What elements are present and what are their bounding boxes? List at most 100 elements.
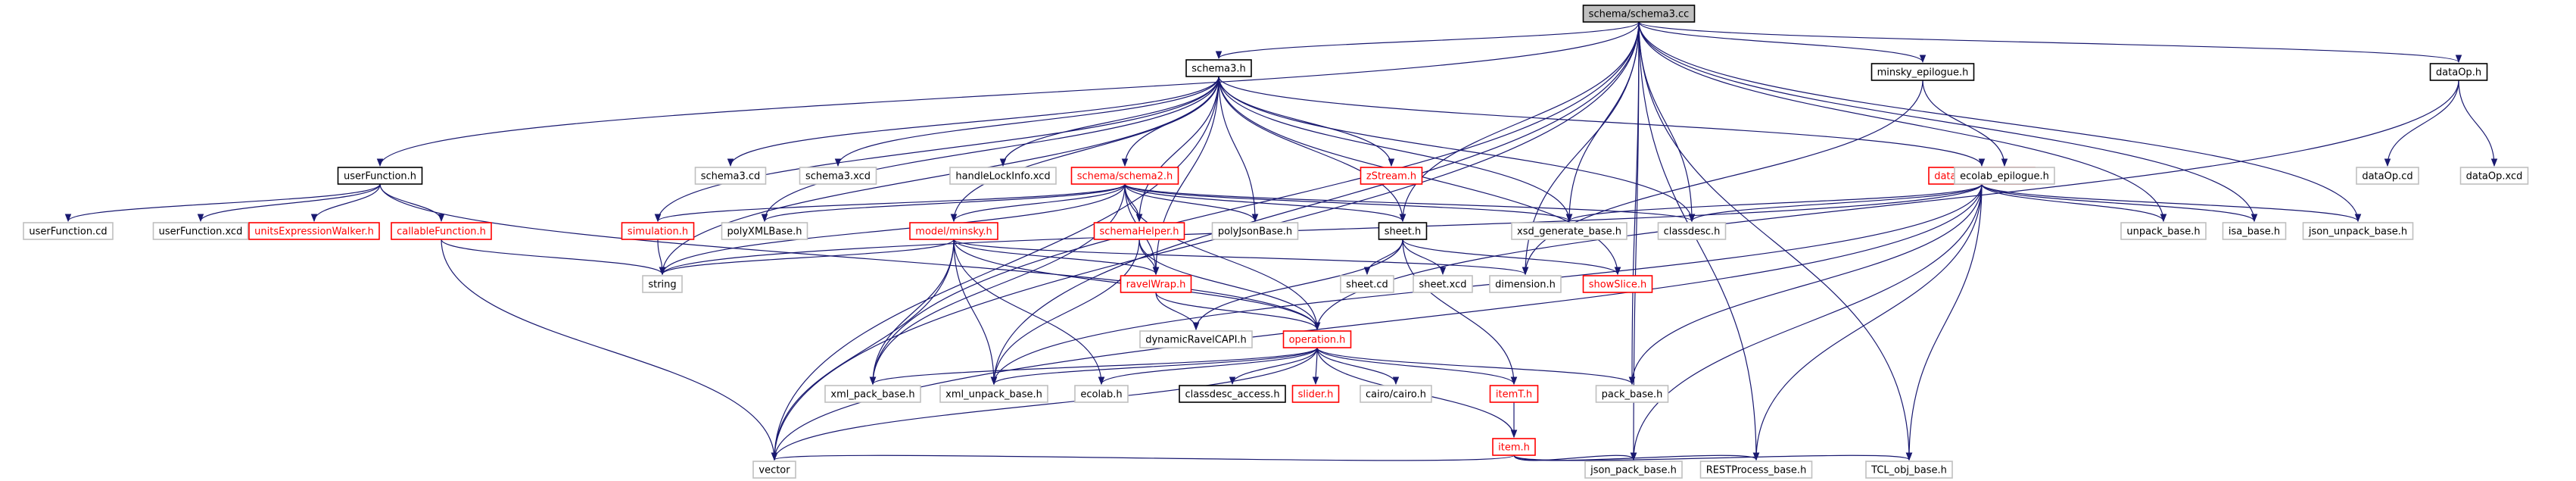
node-itemt-h[interactable]: itemT.h — [1489, 385, 1539, 403]
edge-callablefunction-h-to-string — [441, 239, 666, 276]
node-label: userFunction.h — [344, 171, 416, 183]
edge-item-h-to-vector — [771, 452, 1515, 461]
node-box — [2222, 222, 2287, 240]
node-label: minsky_epilogue.h — [1877, 67, 1969, 79]
node-dataop-xcd[interactable]: dataOp.xcd — [2459, 167, 2529, 185]
node-userfunction-cd[interactable]: userFunction.cd — [23, 222, 114, 240]
edge-root-to-sheet-h — [1399, 21, 1640, 223]
edge-minsky-h-to-string — [659, 239, 955, 276]
node-callablefunction-h[interactable]: callableFunction.h — [391, 222, 492, 240]
node-label: polyXMLBase.h — [727, 226, 802, 238]
node-json-unpack-base-h[interactable]: json_unpack_base.h — [2302, 222, 2414, 240]
node-polyxmlbase-h[interactable]: polyXMLBase.h — [721, 222, 808, 240]
node-tcl-obj-base-h[interactable]: TCL_obj_base.h — [1865, 461, 1953, 479]
edge-schema2-h-to-string — [659, 183, 1126, 276]
node-sheet-h[interactable]: sheet.h — [1378, 222, 1428, 240]
node-schemahelper-h[interactable]: schemaHelper.h — [1093, 222, 1185, 240]
node-schema3-h[interactable]: schema3.h — [1185, 59, 1252, 77]
node-json-pack-base-h[interactable]: json_pack_base.h — [1584, 461, 1683, 479]
node-xml-unpack-base-h[interactable]: xml_unpack_base.h — [939, 385, 1048, 403]
node-box — [949, 167, 1057, 185]
node-cairo-cairo-h[interactable]: cairo/cairo.h — [1360, 385, 1432, 403]
node-label: schema3.h — [1191, 64, 1245, 75]
node-box — [1595, 385, 1669, 403]
edge-ravelwrap-h-to-dynamicravelcapi-h — [1155, 292, 1200, 331]
node-box — [1074, 385, 1129, 403]
node-box — [248, 222, 380, 240]
node-xml-pack-base-h[interactable]: xml_pack_base.h — [824, 385, 921, 403]
node-box — [1511, 222, 1628, 240]
node-isa-base-h[interactable]: isa_base.h — [2222, 222, 2287, 240]
node-polyjsonbase-h[interactable]: polyJsonBase.h — [1211, 222, 1299, 240]
node-box — [824, 385, 921, 403]
node-xsd-generate-base-h[interactable]: xsd_generate_base.h — [1511, 222, 1628, 240]
node-ecolab-epilogue-h[interactable]: ecolab_epilogue.h — [1954, 167, 2055, 185]
node-box — [2356, 167, 2419, 185]
edge-schema3-h-to-string — [659, 76, 1219, 276]
node-simulation-h[interactable]: simulation.h — [621, 222, 695, 240]
node-unpack-base-h[interactable]: unpack_base.h — [2120, 222, 2207, 240]
node-schema3-cd[interactable]: schema3.cd — [694, 167, 767, 185]
node-dimension-h[interactable]: dimension.h — [1489, 275, 1562, 293]
edge-dataspecschema-h-to-isa-base-h — [1981, 183, 2258, 223]
node-label: operation.h — [1289, 335, 1346, 346]
edge-operation-h-to-ecolab-h — [1098, 347, 1318, 386]
node-label: string — [648, 280, 676, 291]
node-label: ecolab_epilogue.h — [1960, 171, 2049, 183]
edge-operation-h-to-slider-h — [1312, 347, 1319, 386]
node-schema-schema3-cc[interactable]: schema/schema3.cc — [1582, 5, 1696, 23]
edge-minsky-h-to-xml-unpack-base-h — [953, 239, 998, 386]
node-schema3-xcd[interactable]: schema3.xcd — [799, 167, 877, 185]
node-minsky-epilogue-h[interactable]: minsky_epilogue.h — [1870, 63, 1975, 81]
node-ravelwrap-h[interactable]: ravelWrap.h — [1120, 275, 1192, 293]
node-item-h[interactable]: item.h — [1492, 438, 1536, 456]
edge-root-to-xml-pack-base-h — [869, 21, 1640, 386]
node-ecolab-h[interactable]: ecolab.h — [1074, 385, 1129, 403]
node-box — [337, 167, 423, 185]
node-vector[interactable]: vector — [752, 461, 796, 479]
edge-schema3-h-to-vector — [771, 76, 1219, 461]
edge-root-to-schema3-h — [1215, 21, 1640, 60]
edge-schema3-h-to-minsky-h — [950, 76, 1219, 223]
edge-schema2-h-to-polyxmlbase-h — [761, 183, 1126, 223]
node-dataop-h[interactable]: dataOp.h — [2429, 63, 2488, 81]
node-sheet-xcd[interactable]: sheet.xcd — [1413, 275, 1473, 293]
node-pack-base-h[interactable]: pack_base.h — [1595, 385, 1669, 403]
edge-minsky-epilogue-h-to-ecolab-epilogue-h — [1922, 80, 2008, 167]
node-string[interactable]: string — [642, 275, 683, 293]
node-userfunction-h[interactable]: userFunction.h — [337, 167, 423, 185]
node-zstream-h[interactable]: zStream.h — [1360, 167, 1423, 185]
node-userfunction-xcd[interactable]: userFunction.xcd — [152, 222, 249, 240]
node-box — [1954, 167, 2055, 185]
node-box — [642, 275, 683, 293]
node-slider-h[interactable]: slider.h — [1291, 385, 1340, 403]
edge-ravelwrap-h-to-operation-h — [1155, 292, 1321, 331]
edge-dataspecschema-h-to-restprocess-base-h — [1752, 183, 1983, 461]
node-operation-h[interactable]: operation.h — [1282, 330, 1352, 348]
node-label: zStream.h — [1366, 171, 1416, 183]
edge-dataspecschema-h-to-unpack-base-h — [1981, 183, 2167, 223]
node-dynamicravelcapi-h[interactable]: dynamicRavelCAPI.h — [1139, 330, 1253, 348]
node-model-minsky-h[interactable]: model/minsky.h — [909, 222, 998, 240]
node-box — [1582, 275, 1653, 293]
node-label: handleLockInfo.xcd — [955, 171, 1050, 183]
node-label: json_unpack_base.h — [2308, 226, 2407, 238]
edge-userfunction-h-to-userfunction-cd — [64, 183, 381, 223]
node-showslice-h[interactable]: showSlice.h — [1582, 275, 1653, 293]
node-unitsexpressionwalker-h[interactable]: unitsExpressionWalker.h — [248, 222, 380, 240]
node-sheet-cd[interactable]: sheet.cd — [1340, 275, 1394, 293]
node-handlelockinfo-xcd[interactable]: handleLockInfo.xcd — [949, 167, 1057, 185]
node-label: dataOp.xcd — [2466, 171, 2523, 183]
node-box — [1340, 275, 1394, 293]
node-schema-schema2-h[interactable]: schema/schema2.h — [1070, 167, 1179, 185]
edge-schema2-h-to-sheet-h — [1124, 183, 1406, 223]
edge-minsky-h-to-ecolab-h — [953, 239, 1105, 386]
node-classdesc-access-h[interactable]: classdesc_access.h — [1179, 385, 1286, 403]
node-classdesc-h[interactable]: classdesc.h — [1657, 222, 1727, 240]
edge-schemahelper-h-to-operation-h — [1138, 239, 1321, 331]
node-box — [2459, 167, 2529, 185]
node-dataop-cd[interactable]: dataOp.cd — [2356, 167, 2419, 185]
node-restprocess-base-h[interactable]: RESTProcess_base.h — [1699, 461, 1813, 479]
edge-operation-h-to-classdesc-access-h — [1229, 347, 1318, 386]
edge-dataspecschema-h-to-vector — [771, 183, 1983, 461]
